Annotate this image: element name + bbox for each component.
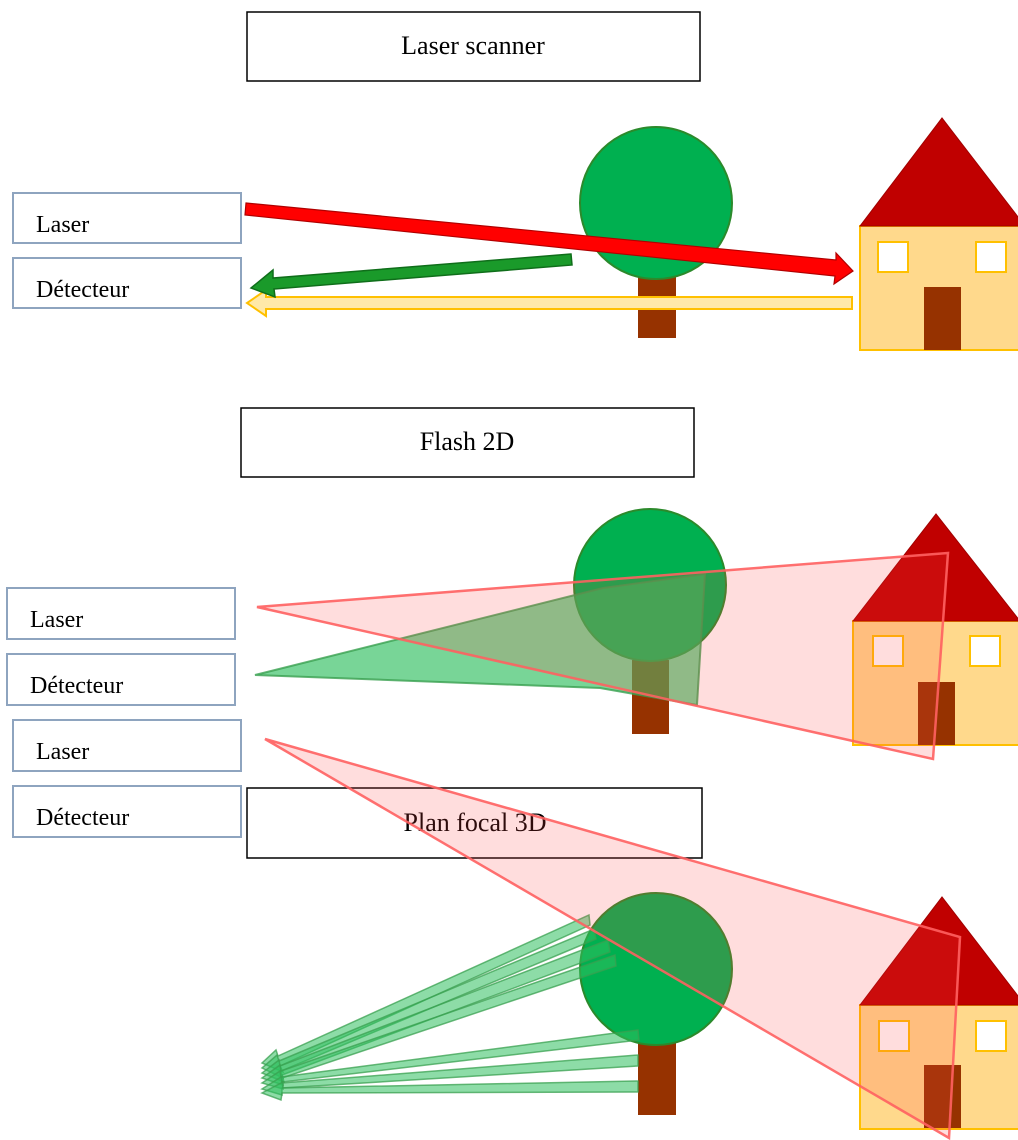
- panel-title: Flash 2D: [420, 427, 515, 456]
- detector-label: Détecteur: [36, 277, 129, 303]
- tree-return-beam: [249, 253, 573, 299]
- house-window-right: [975, 1020, 1007, 1052]
- laser-label-box: [6, 587, 236, 640]
- detector-label-box: [12, 257, 242, 309]
- detector-label: Détecteur: [36, 805, 129, 831]
- house-roof: [858, 117, 1018, 227]
- house-window-left: [878, 1020, 910, 1052]
- laser-beam: [244, 202, 854, 286]
- house-window-left: [872, 635, 904, 667]
- laser-label-box: [12, 192, 242, 244]
- house-window-right: [969, 635, 1001, 667]
- laser-flash-cone: [256, 551, 950, 761]
- laser-label-box: [12, 719, 242, 772]
- panel-plan-focal-3d: Plan focal 3D Laser Détecteur: [12, 719, 1018, 1140]
- panel-title-box: [240, 407, 695, 478]
- detector-return-beams: [260, 913, 640, 1102]
- panel-flash-2d: Flash 2D Laser Détecteur: [6, 407, 1018, 761]
- house-roof: [858, 896, 1018, 1006]
- laser-label: Laser: [30, 607, 83, 633]
- panel-title: Laser scanner: [401, 31, 545, 60]
- tree-trunk: [638, 1042, 676, 1115]
- detector-field-of-view: [254, 572, 707, 707]
- detector-label-box: [6, 653, 236, 706]
- laser-flash-cone: [264, 737, 962, 1140]
- house-door: [924, 1065, 961, 1128]
- house-return-beam: [245, 288, 853, 318]
- house-window-right: [975, 241, 1007, 273]
- detector-label-box: [12, 785, 242, 838]
- house-roof: [851, 513, 1018, 622]
- house-door: [924, 287, 961, 350]
- panel-title-box: [246, 11, 701, 82]
- laser-label: Laser: [36, 212, 89, 238]
- house-window-left: [877, 241, 909, 273]
- panel-laser-scanner: Laser scanner Laser Détecteur: [12, 11, 1018, 351]
- laser-label: Laser: [36, 739, 89, 765]
- return-beam: [260, 1080, 639, 1102]
- detector-label: Détecteur: [30, 673, 123, 699]
